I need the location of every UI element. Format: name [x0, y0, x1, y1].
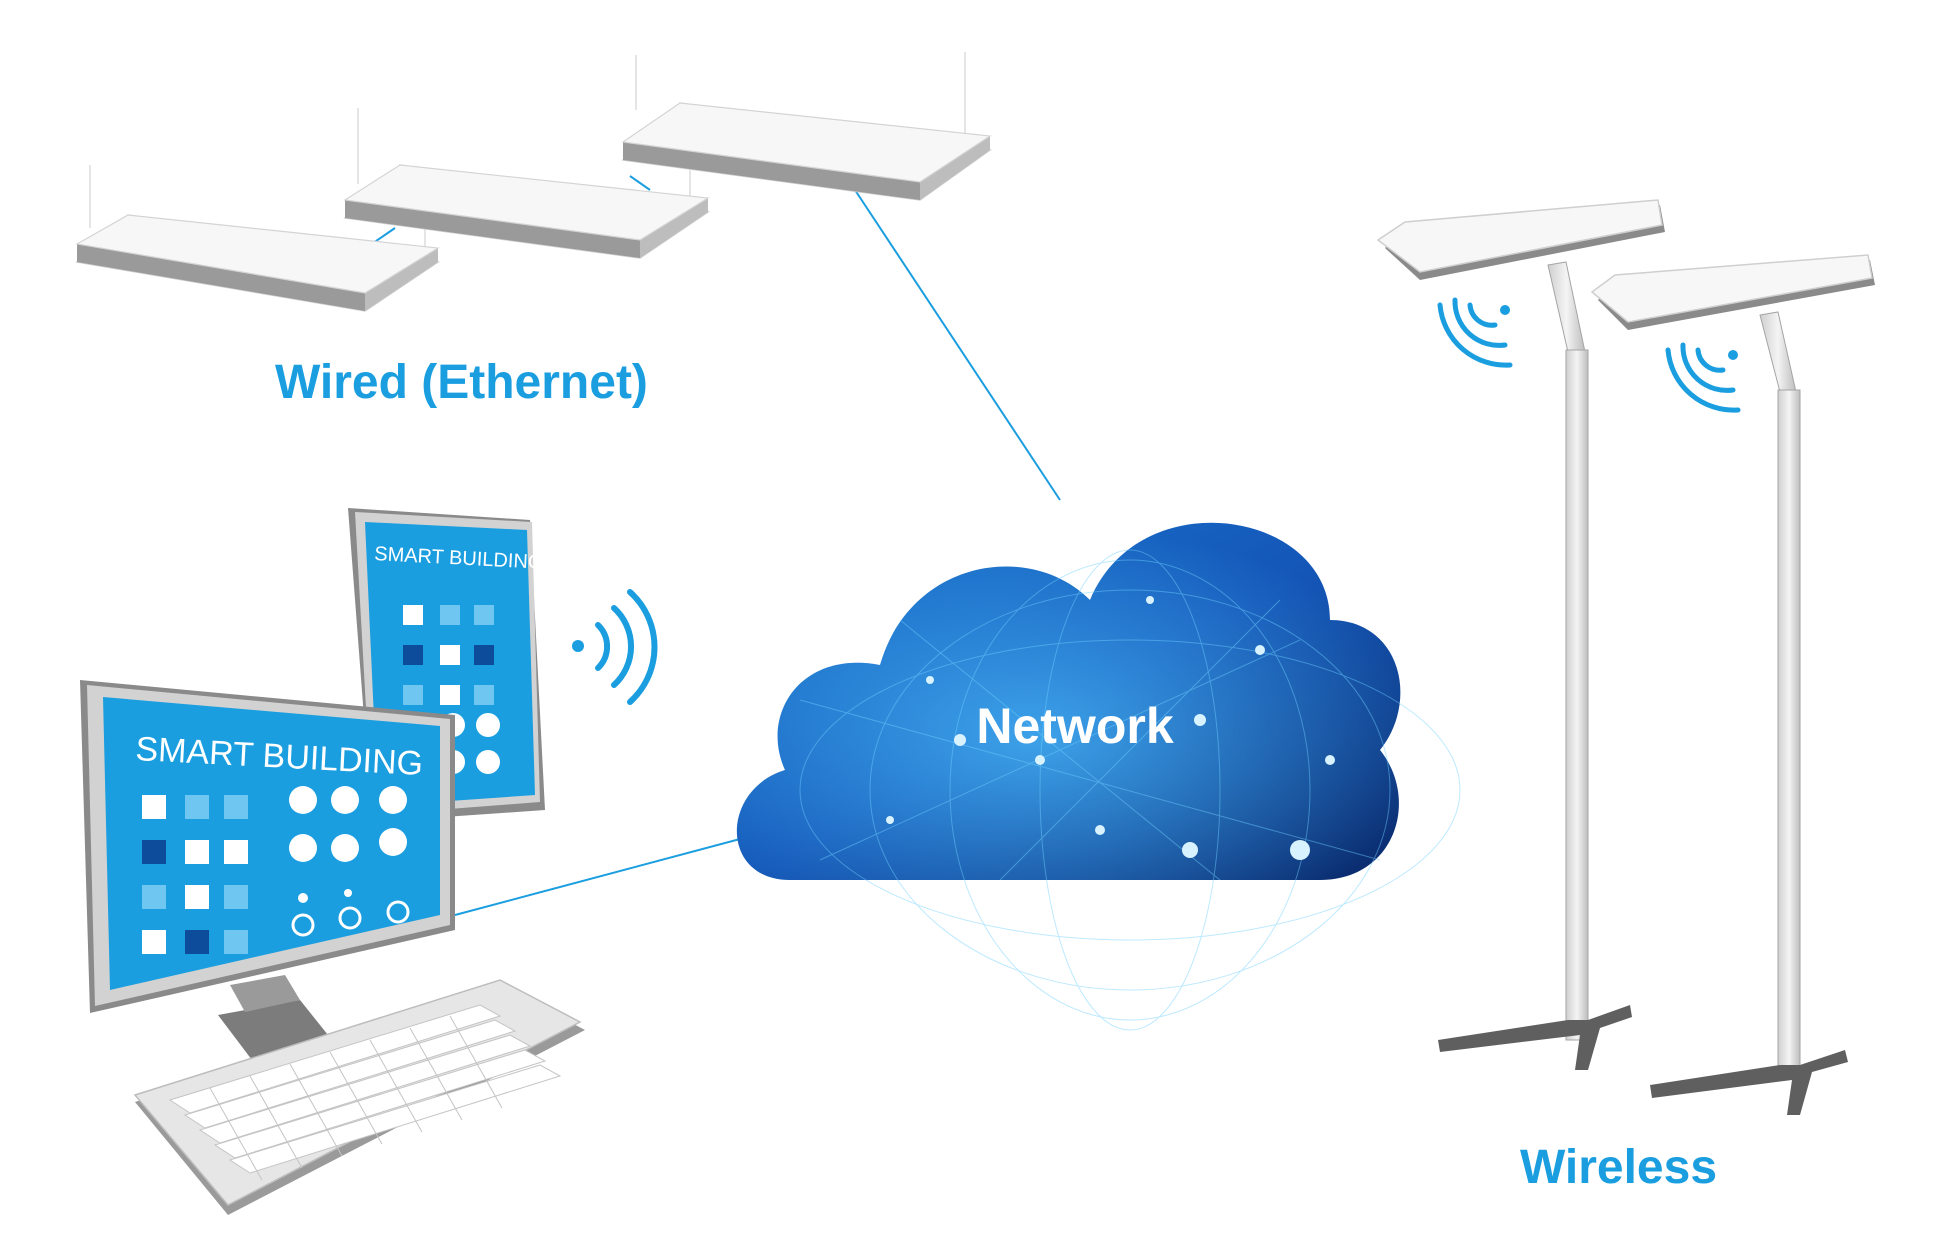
ceiling-light-3 [621, 52, 992, 201]
network-label: Network [976, 698, 1173, 754]
ethernet-cables [359, 175, 1061, 916]
wifi-signal-icon [572, 589, 658, 705]
wired-ethernet-label: Wired (Ethernet) [275, 356, 648, 409]
wifi-signal-icon [1665, 342, 1741, 413]
wifi-signal-icon [1437, 297, 1513, 368]
network-cloud: Network [736, 522, 1461, 1031]
wireless-label: Wireless [1520, 1141, 1717, 1194]
keyboard [133, 979, 585, 1215]
monitor-dashboard-tiles [142, 786, 410, 954]
floor-lamp-2 [1590, 254, 1875, 1115]
ceiling-light-1 [75, 165, 441, 312]
floor-lamp-1 [1376, 199, 1665, 1070]
desktop-monitor: SMART BUILDING [80, 680, 455, 1068]
ceiling-light-2 [343, 108, 711, 259]
